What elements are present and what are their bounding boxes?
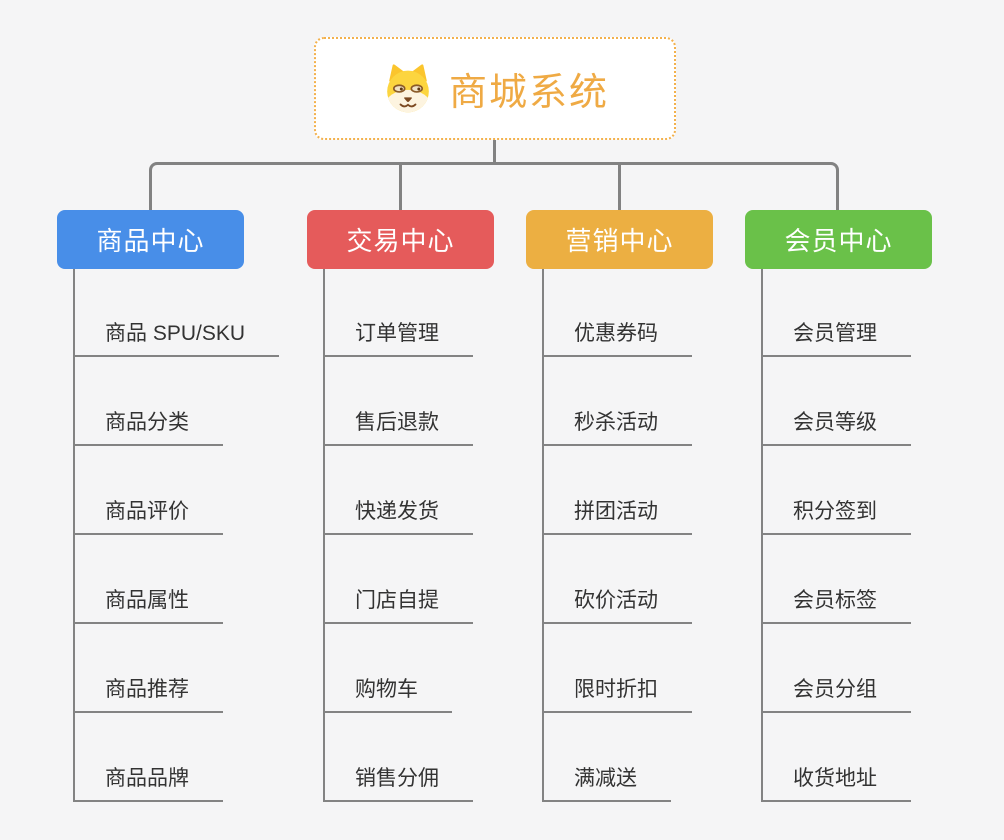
leaf-item[interactable]: 会员等级 bbox=[761, 409, 911, 446]
leaf-item[interactable]: 商品评价 bbox=[73, 498, 223, 535]
leaf-item[interactable]: 优惠券码 bbox=[542, 320, 692, 357]
leaf-item[interactable]: 商品属性 bbox=[73, 587, 223, 624]
branch-label: 会员中心 bbox=[784, 226, 893, 256]
leaf-item[interactable]: 订单管理 bbox=[323, 320, 473, 357]
branch-label: 营销中心 bbox=[565, 226, 674, 256]
leaf-item[interactable]: 售后退款 bbox=[323, 409, 473, 446]
leaf-item[interactable]: 购物车 bbox=[323, 676, 452, 713]
branch-label: 交易中心 bbox=[346, 226, 455, 256]
branch-member-center[interactable]: 会员中心 bbox=[745, 210, 932, 269]
leaf-item[interactable]: 商品品牌 bbox=[73, 765, 223, 802]
leaf-item[interactable]: 商品推荐 bbox=[73, 676, 223, 713]
leaf-item[interactable]: 会员管理 bbox=[761, 320, 911, 357]
branch-product-center[interactable]: 商品中心 bbox=[57, 210, 244, 269]
leaf-item[interactable]: 快递发货 bbox=[323, 498, 473, 535]
root-title: 商城系统 bbox=[448, 72, 609, 114]
leaf-item[interactable]: 会员标签 bbox=[761, 587, 911, 624]
leaf-item[interactable]: 限时折扣 bbox=[542, 676, 692, 713]
branch-trade-center[interactable]: 交易中心 bbox=[307, 210, 494, 269]
connector-drop-marketing bbox=[618, 164, 621, 210]
leaf-item[interactable]: 收货地址 bbox=[761, 765, 911, 802]
leaf-item[interactable]: 会员分组 bbox=[761, 676, 911, 713]
trunk-member-center bbox=[761, 269, 763, 802]
connector-drop-trade bbox=[399, 164, 402, 210]
branch-label: 商品中心 bbox=[96, 226, 205, 256]
trunk-marketing-center bbox=[542, 269, 544, 802]
leaf-item[interactable]: 门店自提 bbox=[323, 587, 473, 624]
trunk-trade-center bbox=[323, 269, 325, 802]
branch-marketing-center[interactable]: 营销中心 bbox=[526, 210, 713, 269]
leaf-item[interactable]: 拼团活动 bbox=[542, 498, 692, 535]
leaf-item[interactable]: 销售分佣 bbox=[323, 765, 473, 802]
root-node[interactable]: 商城系统 bbox=[314, 37, 676, 140]
leaf-item[interactable]: 满减送 bbox=[542, 765, 671, 802]
leaf-item[interactable]: 砍价活动 bbox=[542, 587, 692, 624]
trunk-product-center bbox=[73, 269, 75, 802]
connector-bus bbox=[149, 162, 839, 210]
leaf-item[interactable]: 秒杀活动 bbox=[542, 409, 692, 446]
dog-icon bbox=[387, 63, 429, 112]
leaf-item[interactable]: 商品分类 bbox=[73, 409, 223, 446]
leaf-item[interactable]: 商品 SPU/SKU bbox=[73, 320, 280, 357]
connector-root-stub bbox=[493, 138, 496, 165]
leaf-item[interactable]: 积分签到 bbox=[761, 498, 911, 535]
